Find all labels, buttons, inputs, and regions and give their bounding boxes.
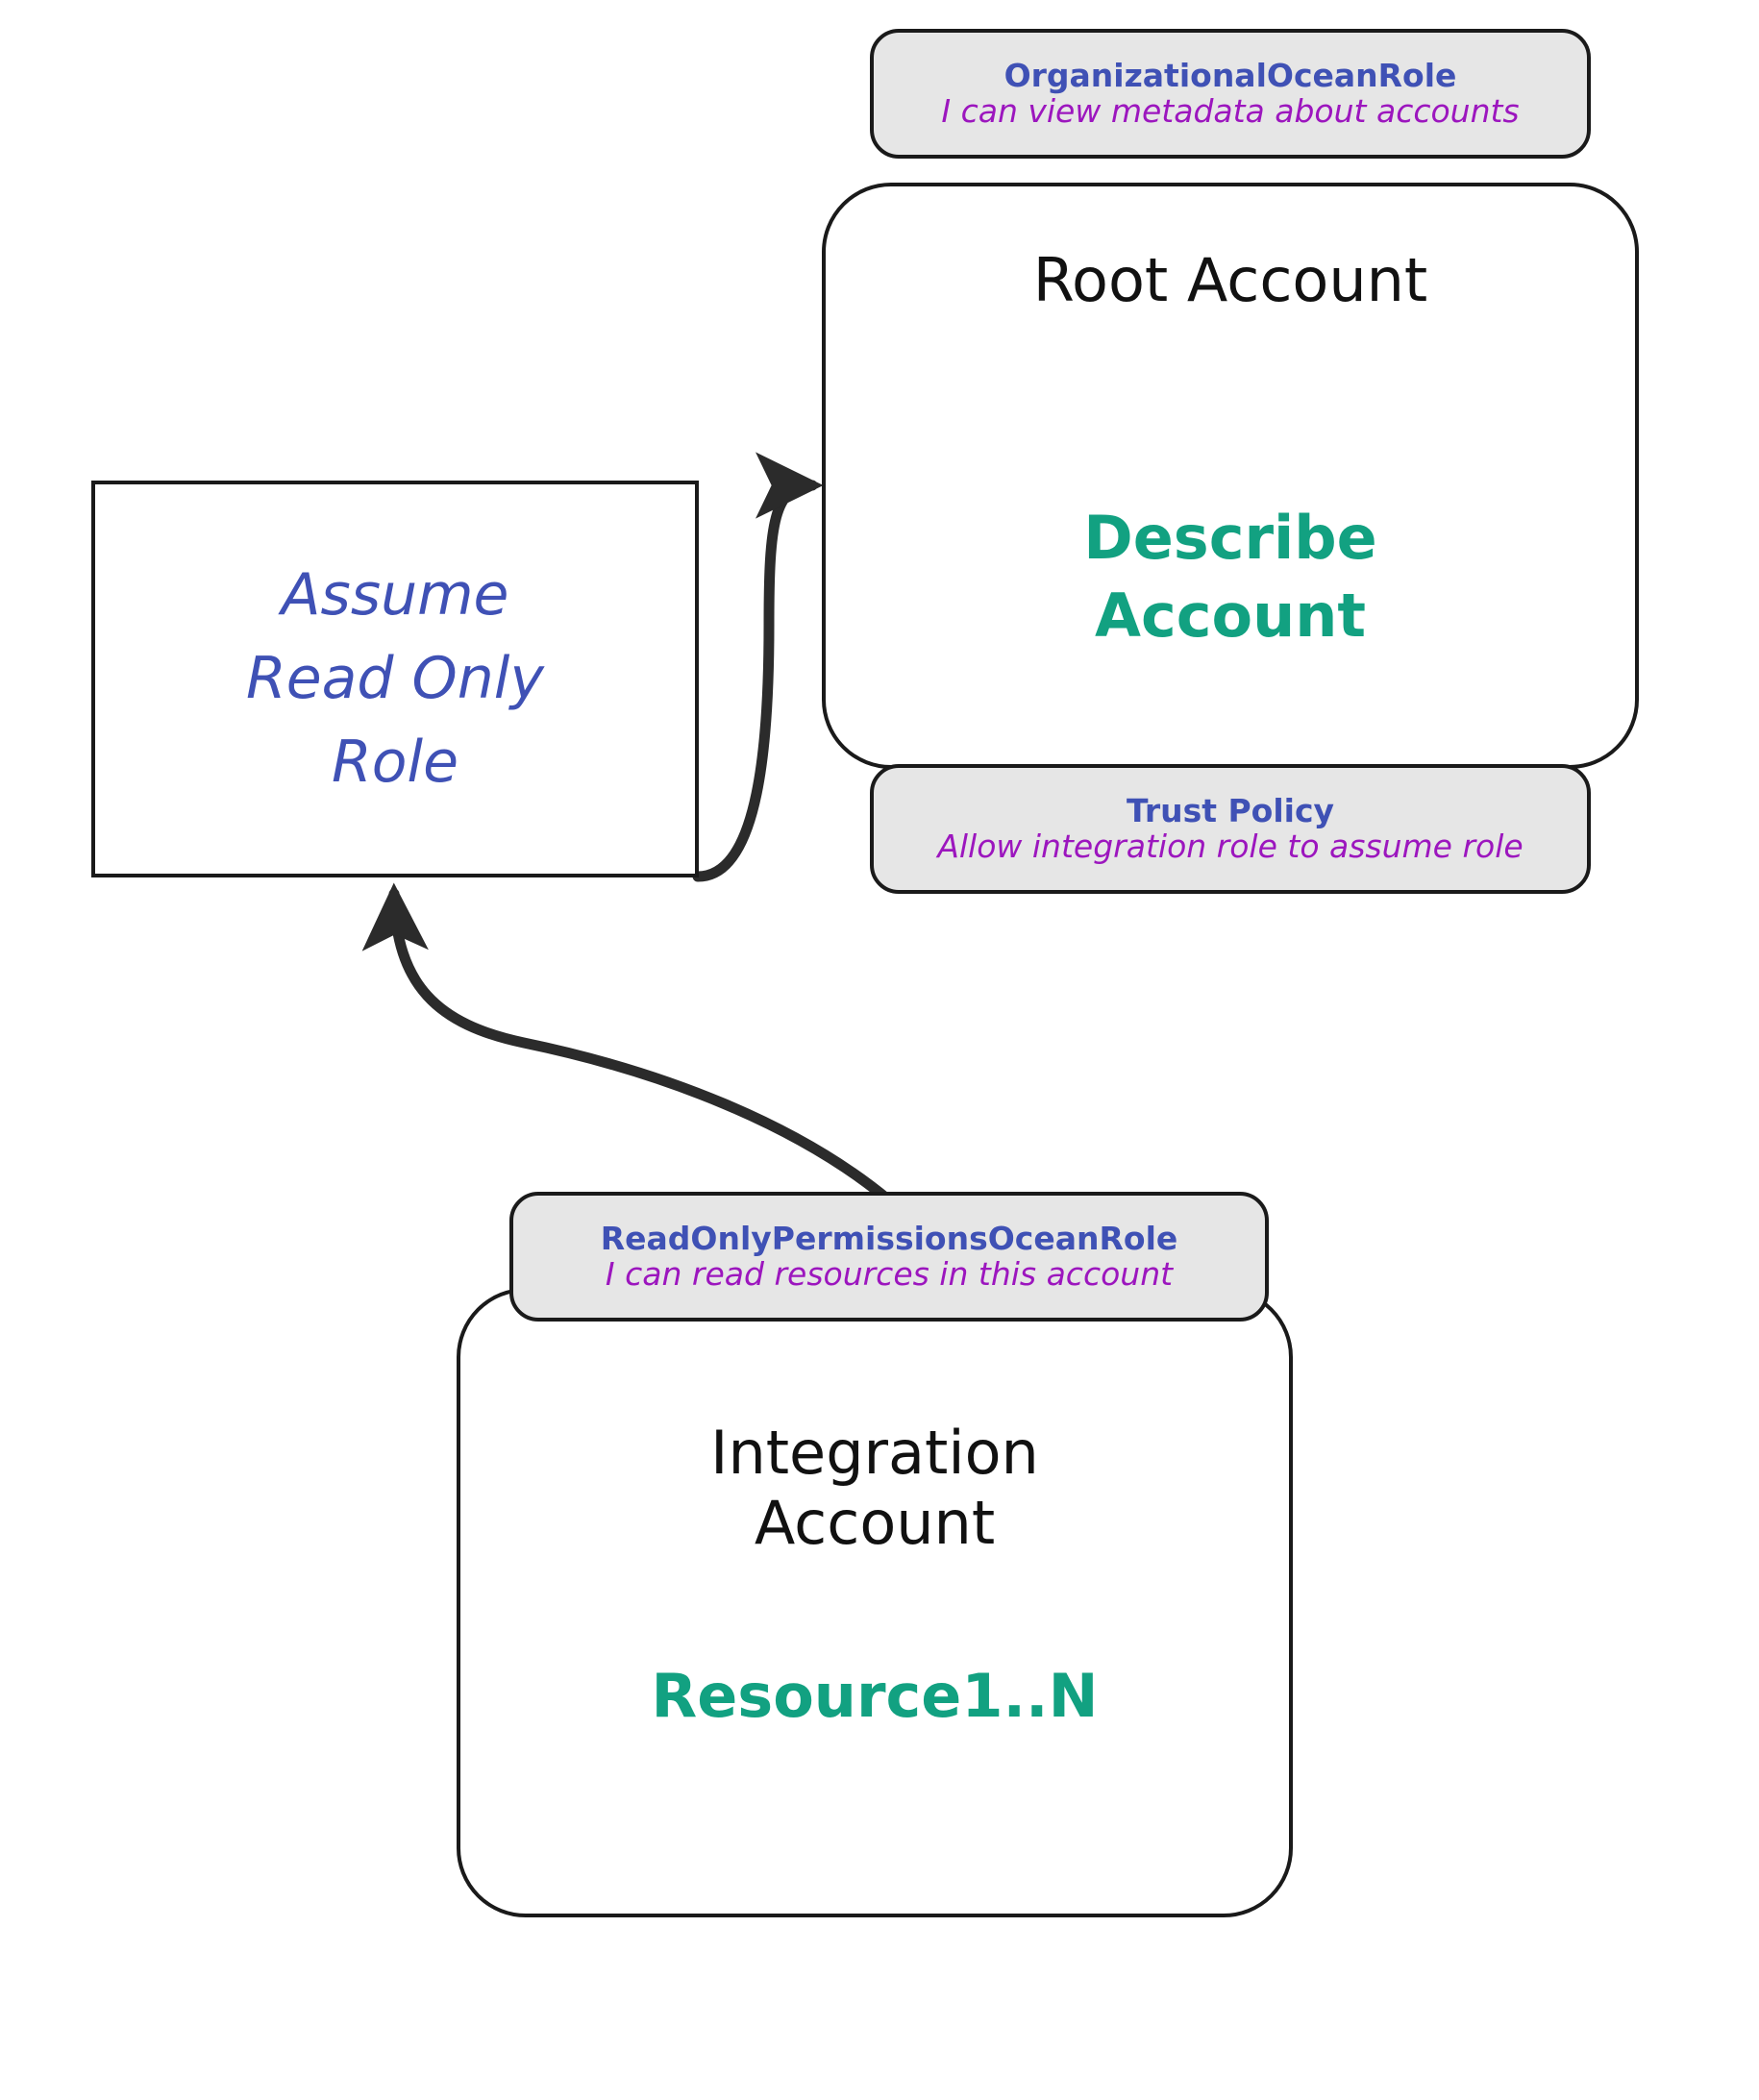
badge-read-only-permissions-ocean-role[interactable]: ReadOnlyPermissionsOceanRole I can read … bbox=[509, 1192, 1269, 1322]
edge-assume-to-root bbox=[692, 452, 824, 882]
assume-read-only-role-box[interactable]: Assume Read Only Role bbox=[91, 481, 699, 877]
integration-account-box[interactable] bbox=[457, 1288, 1293, 1917]
badge-trust-policy[interactable]: Trust Policy Allow integration role to a… bbox=[870, 764, 1591, 894]
integration-account-title: Integration Account bbox=[710, 1418, 1039, 1559]
badge-organizational-ocean-role[interactable]: OrganizationalOceanRole I can view metad… bbox=[870, 29, 1591, 159]
assume-read-only-role-label: Assume Read Only Role bbox=[246, 561, 544, 796]
root-account-box[interactable] bbox=[822, 183, 1639, 769]
badge-trust-policy-description: Allow integration role to assume role bbox=[937, 827, 1524, 865]
badge-organizational-ocean-role-description: I can view metadata about accounts bbox=[941, 91, 1520, 130]
root-account-action: Describe Account bbox=[1083, 503, 1377, 651]
badge-read-only-permissions-ocean-role-description: I can read resources in this account bbox=[605, 1254, 1174, 1293]
badge-trust-policy-title: Trust Policy bbox=[1126, 791, 1335, 829]
edge-integration-to-assume bbox=[361, 882, 895, 1206]
badge-organizational-ocean-role-title: OrganizationalOceanRole bbox=[1003, 56, 1457, 94]
root-account-title: Root Account bbox=[1032, 245, 1428, 315]
badge-read-only-permissions-ocean-role-title: ReadOnlyPermissionsOceanRole bbox=[600, 1219, 1178, 1257]
integration-account-resource: Resource1..N bbox=[651, 1661, 1099, 1731]
